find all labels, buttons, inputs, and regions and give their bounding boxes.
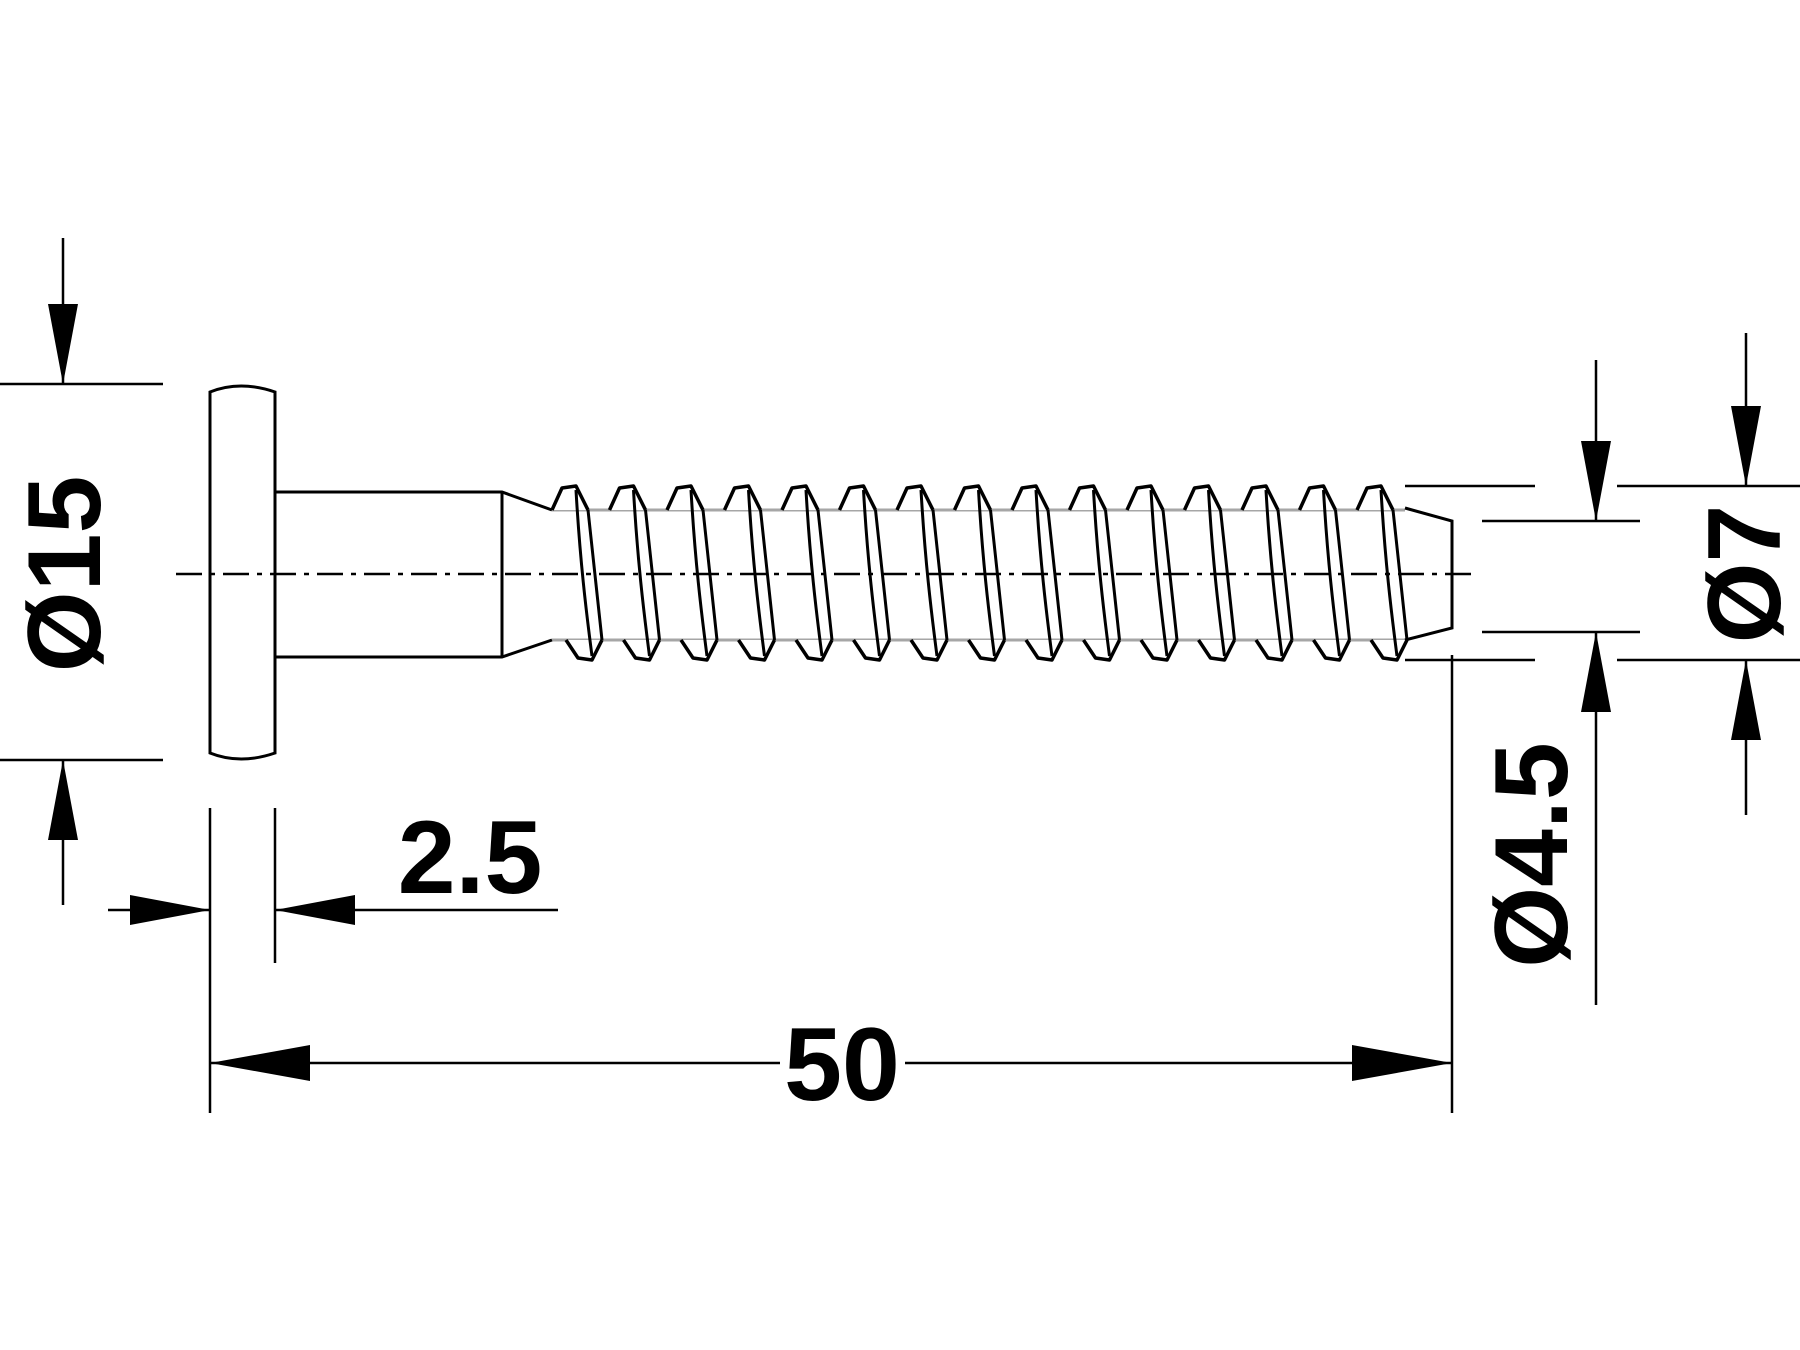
dimension-core-diameter: Ø4.5: [1474, 360, 1640, 1005]
thread-crest-top: [1355, 484, 1395, 511]
screw: [176, 384, 1475, 761]
thread-helix: [1046, 509, 1064, 641]
thread-helix: [804, 489, 824, 657]
thread-crest-bottom: [737, 639, 777, 662]
thread-crest-bottom: [1197, 639, 1237, 662]
thread-crest-top: [780, 484, 820, 511]
thread-helix: [1034, 489, 1054, 657]
thread-crest-bottom: [1024, 639, 1064, 662]
thread-helix: [574, 489, 594, 657]
thread-crest-top: [1125, 484, 1165, 511]
thread-helix: [1207, 489, 1226, 657]
thread-crest-top: [952, 484, 993, 511]
thread-helix: [747, 489, 766, 657]
thread-helix: [689, 489, 709, 657]
screw-threads: [550, 484, 1409, 662]
thread-helix: [759, 509, 776, 641]
thread-crest-bottom: [1254, 639, 1294, 662]
thread-crest-top: [550, 484, 590, 511]
thread-crest-top: [665, 484, 705, 511]
thread-helix: [919, 489, 939, 657]
thread-helix: [1322, 489, 1341, 657]
thread-crest-bottom: [909, 639, 949, 662]
thread-crest-bottom: [1369, 639, 1409, 662]
thread-helix: [977, 489, 996, 657]
dimension-head-thickness: 2.5: [108, 800, 558, 1113]
thread-crest-top: [722, 484, 763, 511]
thread-crest-top: [1182, 484, 1223, 511]
thread-helix: [1264, 489, 1284, 657]
thread-helix: [586, 509, 604, 641]
thread-crest-bottom: [852, 639, 892, 662]
thread-helix: [1276, 509, 1294, 641]
thread-crest-top: [1297, 484, 1338, 511]
thread-helix: [632, 489, 651, 657]
dimension-thread-diameter: Ø7: [1405, 333, 1800, 815]
screw-head: [208, 384, 277, 761]
thread-crest-top: [837, 484, 878, 511]
thread-crest-bottom: [679, 639, 719, 662]
thread-crest-top: [895, 484, 935, 511]
thread-crest-top: [1067, 484, 1108, 511]
label-head-thickness: 2.5: [398, 800, 543, 916]
label-thread-diameter: Ø7: [1687, 505, 1800, 644]
thread-helix: [1092, 489, 1111, 657]
thread-crest-bottom: [1082, 639, 1122, 662]
thread-crest-top: [1010, 484, 1050, 511]
label-head-diameter: Ø15: [7, 476, 123, 673]
thread-helix: [862, 489, 881, 657]
thread-helix: [1149, 489, 1169, 657]
thread-crest-bottom: [794, 639, 834, 662]
thread-crest-top: [1240, 484, 1280, 511]
dimension-head-diameter: Ø15: [0, 238, 163, 905]
label-core-diameter: Ø4.5: [1474, 742, 1590, 967]
thread-crest-top: [607, 484, 648, 511]
thread-crest-bottom: [1139, 639, 1179, 662]
thread-crest-bottom: [564, 639, 604, 662]
thread-helix: [1379, 489, 1399, 657]
dimension-overall-length: 50: [210, 655, 1454, 1123]
thread-crest-bottom: [622, 639, 662, 662]
label-overall-length: 50: [784, 1007, 900, 1123]
thread-crest-bottom: [967, 639, 1007, 662]
thread-helix: [1104, 509, 1121, 641]
screw-shank: [275, 490, 553, 659]
thread-crest-bottom: [1312, 639, 1352, 662]
